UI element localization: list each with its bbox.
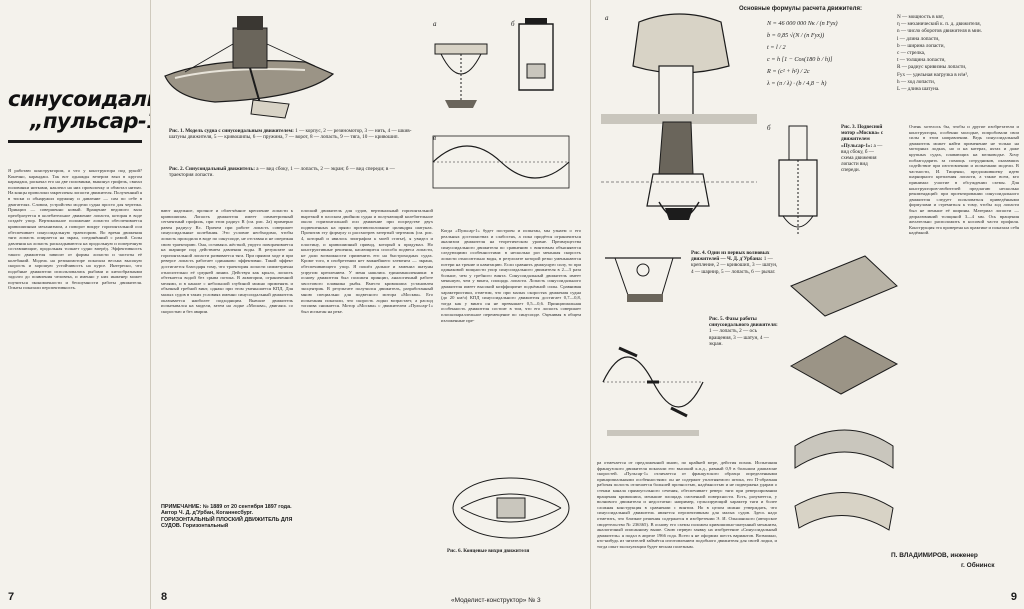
formula-legend-item: N — мощность в квт, bbox=[897, 14, 944, 20]
formula-legend-item: Fух — удельная нагрузка в н/м², bbox=[897, 71, 969, 78]
patent-note: ПРИМЕЧАНИЕ: № 1889 от 20 сентября 1897 г… bbox=[161, 504, 293, 530]
formula-legend-item: η — механический к. п. д. движителя, bbox=[897, 21, 981, 28]
fig4-caption: Рис. 4. Один из первых волновых движител… bbox=[691, 250, 781, 275]
fig1-caption-body: 1 — корпус, 2 — резиномотор, 3 — нить, 4… bbox=[169, 128, 412, 141]
fig6-caption: Рис. 6. Концевые вихри движителя bbox=[447, 548, 583, 554]
formula-legend-item: n — число оборотов движителя в мин. bbox=[897, 28, 982, 35]
fig1-model-drawing bbox=[164, 16, 335, 119]
fig2-caption: Рис. 2. Синусоидальный движитель: а — ви… bbox=[169, 166, 419, 178]
p9-body-column-1: ра отмечается от предложенной мною, по к… bbox=[597, 460, 777, 549]
fig3-label-b: б bbox=[767, 124, 771, 132]
fig5-caption: Рис. 5. Фазы работы синусоидального движ… bbox=[709, 316, 781, 347]
fig2-caption-title: Рис. 2. Синусоидальный движитель: bbox=[169, 166, 255, 172]
fig6-vortex-drawing bbox=[452, 477, 570, 539]
fig4-caption-title: Рис. 4. Один из первых волновых движител… bbox=[691, 250, 770, 263]
formula-legend-item: t — толщина лопасти, bbox=[897, 57, 946, 64]
fig4-early-propulsor bbox=[605, 257, 681, 302]
journal-footer: «Моделист-конструктор» № 3 bbox=[451, 597, 541, 604]
formula-legend-item: b — ширина лопасти, bbox=[897, 42, 945, 49]
fig2-caption-body: а — вид сбоку, 1 — лопасть, 2 — экран; б… bbox=[169, 166, 395, 179]
fig2-label-a: а bbox=[433, 20, 437, 28]
formulas-header: Основные формулы расчета движителя: bbox=[739, 6, 862, 12]
page-number-left: 7 bbox=[8, 591, 15, 603]
fig3-outboard-motor bbox=[601, 13, 757, 220]
fig3-caption-body: а — вид сбоку, б — схема движения лопаст… bbox=[841, 142, 883, 174]
fig4-caption-body: 1 — крепление, 2 — кривошип, 3 — шатун, … bbox=[691, 256, 778, 275]
article-title-line2: „пульсар-1" bbox=[30, 109, 150, 133]
fig5-phase-diagram bbox=[602, 346, 704, 436]
formula-legend-item: h — ход лопасти, bbox=[897, 78, 936, 85]
fig6-caption-title: Рис. 6. Концевые вихри движителя bbox=[447, 548, 530, 554]
fig5-caption-title: Рис. 5. Фазы работы синусоидального движ… bbox=[709, 316, 778, 329]
formula-legend: N — мощность в квт,η — механический к. п… bbox=[897, 14, 1021, 93]
article-title-line1: синусоидальный bbox=[8, 87, 150, 111]
formula-legend-item: L — длина шатуна. bbox=[897, 86, 940, 93]
fig5-caption-body: 1 — лопасть, 2 — ось вращения, 3 — шатун… bbox=[709, 328, 769, 347]
formula-block: N = 46 000 000 Nк / (n Fух) b = 0,85 √(N… bbox=[767, 18, 897, 90]
formula-5: R = (c² + h²) / 2c bbox=[767, 68, 810, 75]
p8-body-column-2: плоский движитель для судов, вертикальны… bbox=[301, 208, 433, 314]
fig1-caption: Рис. 1. Модель судна с синусоидальным дв… bbox=[169, 128, 419, 140]
fig5-sheet-drawings bbox=[789, 255, 899, 531]
author-signature: П. ВЛАДИМИРОВ, инженер bbox=[891, 552, 978, 559]
fig2-side-view bbox=[434, 43, 488, 108]
formula-6: λ = (π / λ) · (b / 4,8 − h) bbox=[767, 80, 827, 87]
formula-legend-item: l — длина лопасти, bbox=[897, 35, 940, 42]
fig3-caption: Рис. 3. Подвесной мотор «Москва» с движи… bbox=[841, 124, 887, 174]
p8-body-column-1: вают надежное, прочное и облегчённое кре… bbox=[161, 208, 293, 314]
p8-body-column-3: Когда «Пульсар-1» будет построен и испыт… bbox=[441, 228, 581, 323]
formula-3: t = l / 2 bbox=[767, 44, 786, 51]
page-8: а б в Рис. 1. Модель судна с синусоидаль… bbox=[150, 0, 591, 609]
fig2-label-v: в bbox=[433, 134, 437, 142]
formula-1: N = 46 000 000 Nк / (n Fух) bbox=[767, 20, 838, 27]
formula-2: b = 0,85 √(N / (n Fух)) bbox=[767, 32, 825, 39]
author-city: г. Обнинск bbox=[961, 562, 995, 569]
fig3-front-schematic bbox=[778, 125, 818, 234]
fig2-front-view bbox=[518, 18, 554, 91]
p7-body-column: Я работаю конструктором, а что у констру… bbox=[8, 168, 142, 291]
fig3-label-a: а bbox=[605, 14, 609, 22]
fig2-label-b: б bbox=[511, 20, 515, 28]
page-9: Основные формулы расчета движителя: N = … bbox=[590, 0, 1024, 609]
fig2-trajectory bbox=[432, 135, 570, 189]
formula-legend-item: с — стрелка, bbox=[897, 50, 926, 57]
fig3-caption-title: Рис. 3. Подвесной мотор «Москва» с движи… bbox=[841, 124, 884, 149]
fig1-caption-title: Рис. 1. Модель судна с синусоидальным дв… bbox=[169, 128, 294, 134]
p9-body-column-2: Очень хотелось бы, чтобы и другие изобре… bbox=[909, 124, 1019, 236]
page-number-middle: 8 bbox=[161, 591, 168, 603]
title-rule bbox=[8, 140, 142, 143]
page-number-right: 9 bbox=[1010, 591, 1017, 603]
page-7: синусоидальный „пульсар-1" Я работаю кон… bbox=[0, 0, 150, 609]
formula-legend-item: R — радиус кривизны лопасти, bbox=[897, 64, 967, 71]
formula-4: c = h [1 − Cos(180 b / h)] bbox=[767, 56, 833, 63]
fig2-propulsor-views bbox=[434, 18, 554, 108]
